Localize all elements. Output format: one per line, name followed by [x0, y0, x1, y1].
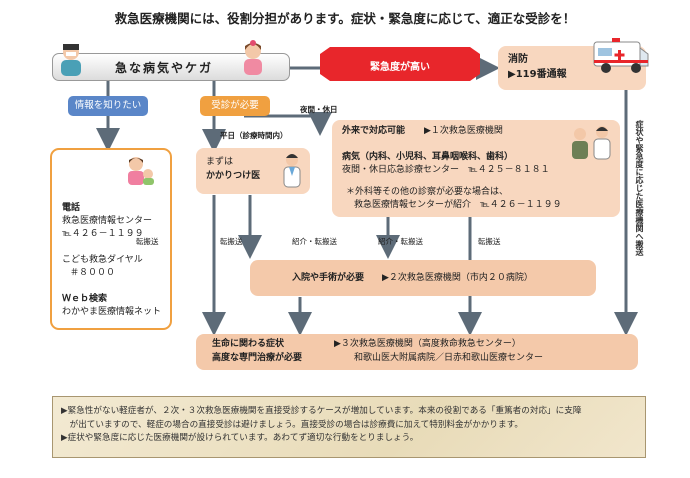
sick-man-icon — [58, 42, 84, 78]
secondary-institution-label: ▶２次救急医療機関（市内２０病院） — [382, 273, 533, 283]
weekday-label: 平日（診療時間内） — [220, 131, 288, 140]
transfer-label-3: 紹介・転搬送 — [378, 237, 423, 246]
tertiary-hospitals-label: 和歌山医大附属病院／日赤和歌山医療センター — [354, 353, 544, 363]
transfer-vertical-label: 症状や緊急度に応じた医療機関へ搬送 — [635, 120, 644, 256]
phone-heading: 電話 — [62, 203, 81, 213]
child-dial-name: こども救急ダイヤル — [62, 255, 143, 265]
doctor-icon — [280, 152, 304, 190]
advice-line-2: が出ていますので、軽症の場合の直接受診は避けましょう。直接受診の場合は診療費に加… — [61, 419, 523, 430]
referral-note[interactable]: 救急医療情報センターが紹介 ℡４２６－１１９９ — [354, 200, 562, 210]
sudden-illness-label: 急な病気やケガ — [115, 61, 214, 75]
urgency-banner-shape — [320, 47, 480, 81]
tertiary-institution-label: ▶３次救急医療機関（高度救命救急センター） — [334, 339, 521, 349]
child-dial-number[interactable]: ＃８０００ — [70, 268, 116, 278]
consult-needed-button[interactable]: 受診が必要 — [200, 96, 270, 116]
advanced-treatment-label: 高度な専門治療が必要 — [212, 353, 303, 363]
ambulance-icon — [592, 34, 650, 74]
departments-line: 病気（内科、小児科、耳鼻咽喉科、歯科） — [342, 152, 514, 162]
web-search-heading: Ｗｅｂ検索 — [62, 294, 108, 304]
advice-line-3: ▶症状や緊急度に応じた医療機関が設けられています。あわてず適切な行動をとりましょ… — [61, 433, 419, 443]
info-panel: 電話 救急医療情報センター ℡４２６－１１９９ こども救急ダイヤル ＃８０００ … — [50, 148, 172, 330]
urgency-banner-label: 緊急度が高い — [370, 62, 430, 73]
night-center-line[interactable]: 夜間・休日応急診療センター ℡４２５－８１８１ — [342, 165, 550, 175]
family-doctor-first: まずは — [206, 157, 234, 167]
fire-dept-label: 消防 — [508, 54, 528, 65]
primary-care-box: 外来で対応可能 ▶１次救急医療機関 病気（内科、小児科、耳鼻咽喉科、歯科） 夜間… — [332, 120, 620, 217]
night-holiday-label: 夜間・休日 — [300, 105, 338, 114]
surgery-note: ＊外科等その他の診察が必要な場合は、 — [346, 187, 509, 197]
web-search-site[interactable]: わかやま医療情報ネット — [62, 307, 162, 317]
transfer-label-5: 転搬送 — [136, 237, 159, 246]
page-title: 救急医療機関には、役割分担があります。症状・緊急度に応じて、適正な受診を！ — [114, 11, 576, 26]
transfer-label-4: 転搬送 — [478, 237, 501, 246]
secondary-care-box: 入院や手術が必要 ▶２次救急医療機関（市内２０病院） — [250, 260, 596, 296]
family-doctor-label: かかりつけ医 — [206, 171, 261, 181]
parent-child-icon — [124, 156, 158, 186]
advice-note-panel: ▶緊急性がない軽症者が、２次・３次救急医療機関を直接受診するケースが増加していま… — [52, 396, 646, 458]
info-center-phone[interactable]: ℡４２６－１１９９ — [62, 229, 144, 239]
hospitalization-heading: 入院や手術が必要 — [292, 273, 365, 283]
info-center-name: 救急医療情報センター — [62, 216, 153, 226]
info-wanted-button[interactable]: 情報を知りたい — [68, 96, 148, 116]
outpatient-heading: 外来で対応可能 — [342, 126, 406, 136]
consultation-icon — [568, 122, 614, 162]
life-threatening-label: 生命に関わる症状 — [212, 339, 285, 349]
call-119-label: ▶119番通報 — [508, 69, 567, 80]
transfer-label-1: 転搬送 — [220, 237, 243, 246]
family-doctor-box: まずは かかりつけ医 — [196, 148, 310, 194]
primary-institution-label: ▶１次救急医療機関 — [424, 126, 503, 136]
injured-girl-icon — [240, 40, 266, 76]
advice-line-1: ▶緊急性がない軽症者が、２次・３次救急医療機関を直接受診するケースが増加していま… — [61, 406, 582, 416]
transfer-label-2: 紹介・転搬送 — [292, 237, 337, 246]
tertiary-care-box: 生命に関わる症状 高度な専門治療が必要 ▶３次救急医療機関（高度救命救急センター… — [196, 334, 638, 370]
